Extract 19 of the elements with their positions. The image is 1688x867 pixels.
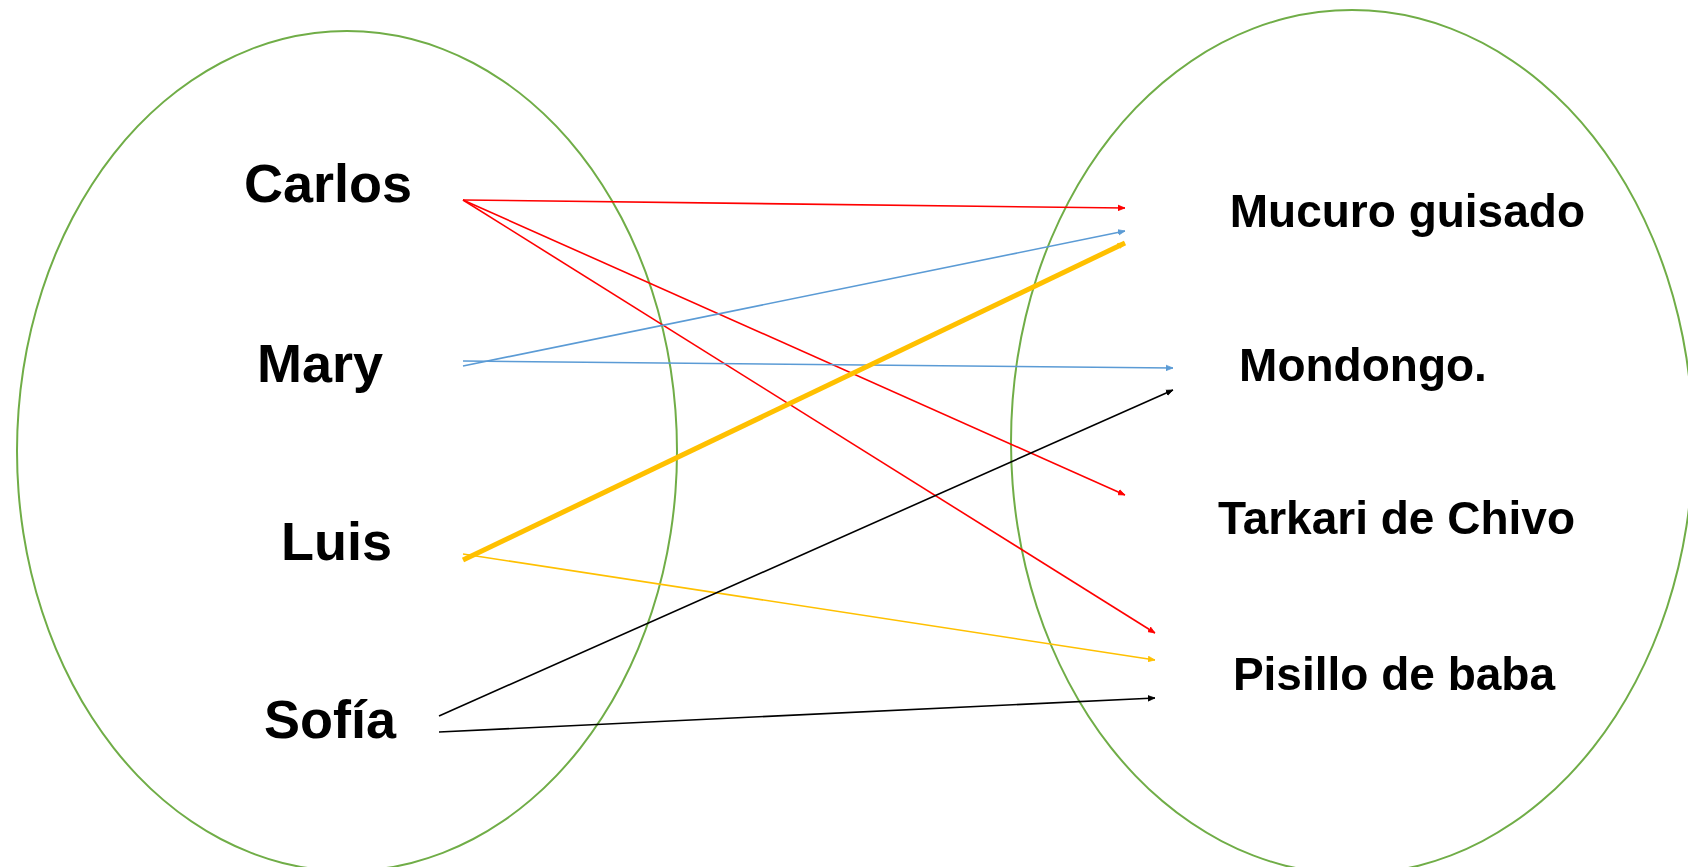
arrow [462, 229, 1126, 367]
person-name: Mary [257, 328, 463, 398]
set-ellipse [1010, 9, 1688, 867]
arrow [462, 360, 1174, 372]
arrow [462, 199, 1156, 634]
person-name: Sofía [264, 684, 439, 753]
arrow [462, 199, 1126, 212]
arrow [461, 240, 1127, 563]
dish-name: Mucuro guisado [1125, 183, 1585, 239]
set-ellipse [16, 30, 678, 867]
arrow [462, 199, 1126, 496]
arrow [438, 389, 1174, 717]
dish-name: Pisillo de baba [1155, 646, 1555, 702]
dish-name: Tarkari de Chivo [1125, 490, 1575, 546]
person-name: Luis [281, 511, 463, 571]
person-name: Carlos [244, 151, 463, 215]
dish-name: Mondongo. [1173, 336, 1553, 394]
arrow [438, 695, 1156, 733]
arrow [462, 553, 1156, 663]
